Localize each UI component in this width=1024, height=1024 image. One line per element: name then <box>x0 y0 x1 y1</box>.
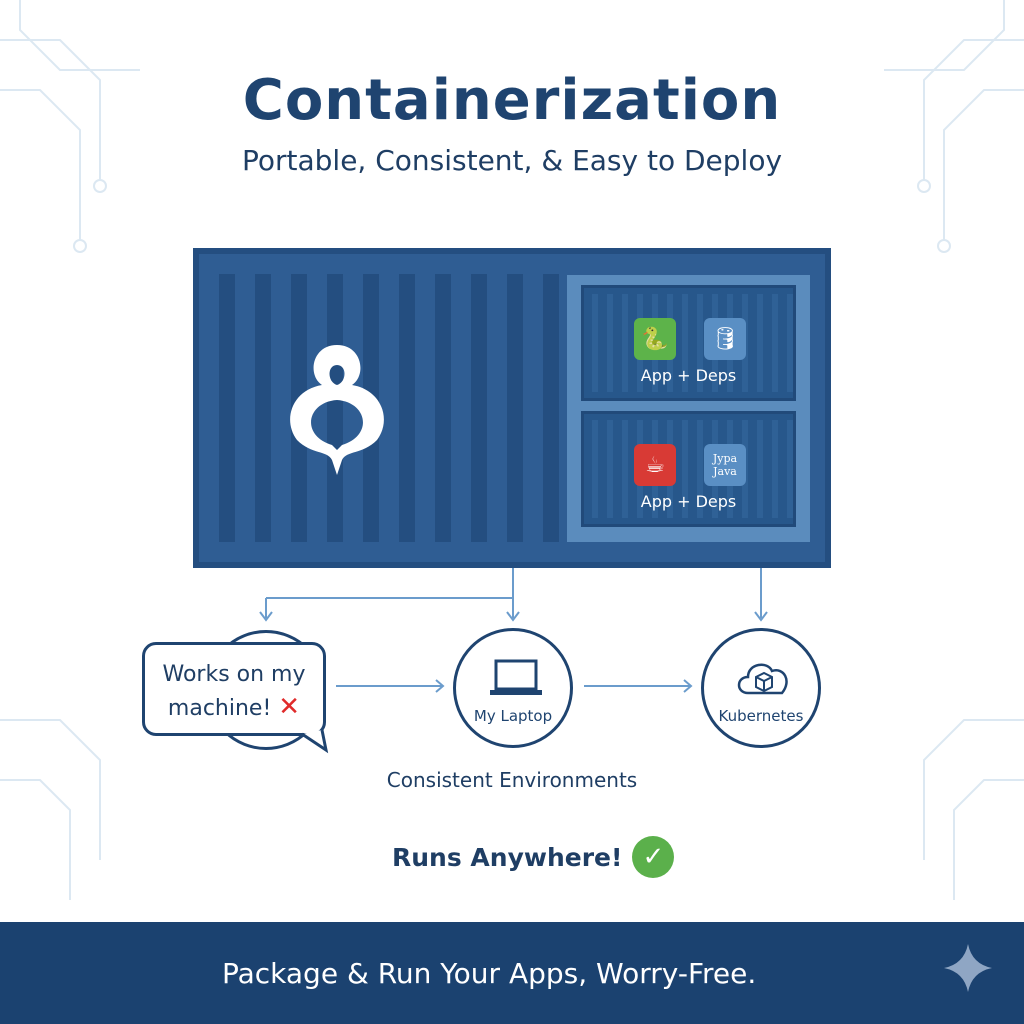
check-icon: ✓ <box>632 836 675 878</box>
bay-label: App + Deps <box>640 366 737 385</box>
app-bay-java: ☕ Jypa Java App + Deps <box>581 411 796 527</box>
docker-like-logo-icon <box>290 345 384 475</box>
laptop-label: My Laptop <box>473 707 553 725</box>
bubble-tail <box>301 730 329 754</box>
bay-rib <box>682 420 688 518</box>
bay-rib <box>592 294 598 392</box>
java-icon-text: Java <box>713 465 737 478</box>
sparkle-icon <box>944 944 992 992</box>
cloud-cube-icon <box>737 663 788 695</box>
app-bay-python: 🐍 🛢 App + Deps <box>581 285 796 401</box>
bay-rib <box>592 420 598 518</box>
footer-tagline: Package & Run Your Apps, Worry-Free. <box>222 956 757 990</box>
runs-anywhere: Runs Anywhere! ✓ <box>392 836 675 878</box>
java-icon-text: Jypa <box>712 452 738 465</box>
bay-rib <box>697 294 703 392</box>
bay-rib <box>607 420 613 518</box>
kubernetes-label: Kubernetes <box>718 707 804 725</box>
bay-rib <box>607 294 613 392</box>
database-icon: 🛢 <box>704 318 746 360</box>
footer-banner: Package & Run Your Apps, Worry-Free. <box>0 922 1024 1024</box>
bay-label: App + Deps <box>640 492 737 511</box>
bay-rib <box>757 420 763 518</box>
consistent-environments-caption: Consistent Environments <box>386 768 638 792</box>
works-on-my-machine-bubble: Works on my machine! ✕ <box>142 642 326 736</box>
cross-icon: ✕ <box>278 692 301 722</box>
laptop-icon <box>490 659 542 695</box>
bay-rib <box>622 294 628 392</box>
python-icon: 🐍 <box>634 318 676 360</box>
page-subtitle: Portable, Consistent, & Easy to Deploy <box>241 144 783 177</box>
bay-rib <box>772 420 778 518</box>
java-icon: Jypa Java <box>704 444 746 486</box>
page-title: Containerization <box>242 68 782 133</box>
my-laptop-node: My Laptop <box>453 628 573 748</box>
bay-rib <box>622 420 628 518</box>
runs-anywhere-text: Runs Anywhere! <box>392 842 623 872</box>
bay-rib <box>757 294 763 392</box>
bubble-text: Works on my <box>162 662 306 687</box>
flow-arrows <box>259 568 768 693</box>
container-compartments: 🐍 🛢 App + Deps ☕ Jypa Java App + Deps <box>567 275 810 542</box>
bubble-text: machine! <box>167 696 272 721</box>
coffee-cup-icon: ☕ <box>634 444 676 486</box>
kubernetes-node: Kubernetes <box>701 628 821 748</box>
bay-rib <box>697 420 703 518</box>
bay-rib <box>787 294 793 392</box>
bay-rib <box>772 294 778 392</box>
bay-rib <box>682 294 688 392</box>
bay-rib <box>787 420 793 518</box>
